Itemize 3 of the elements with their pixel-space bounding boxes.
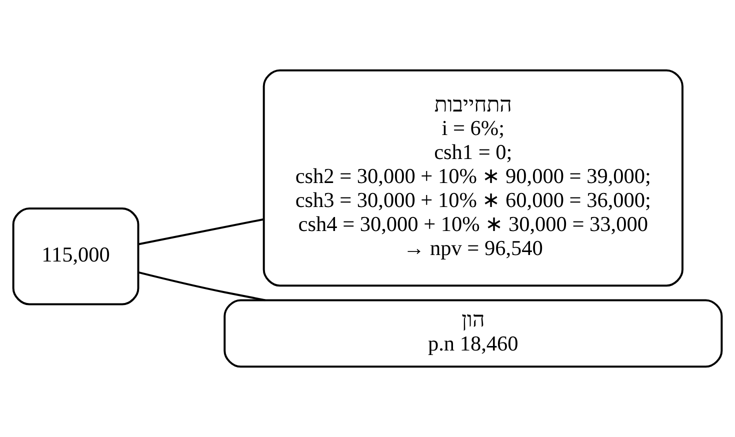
connector [138,271,266,302]
node-box: 115,000 [12,208,140,306]
connector [138,218,264,246]
